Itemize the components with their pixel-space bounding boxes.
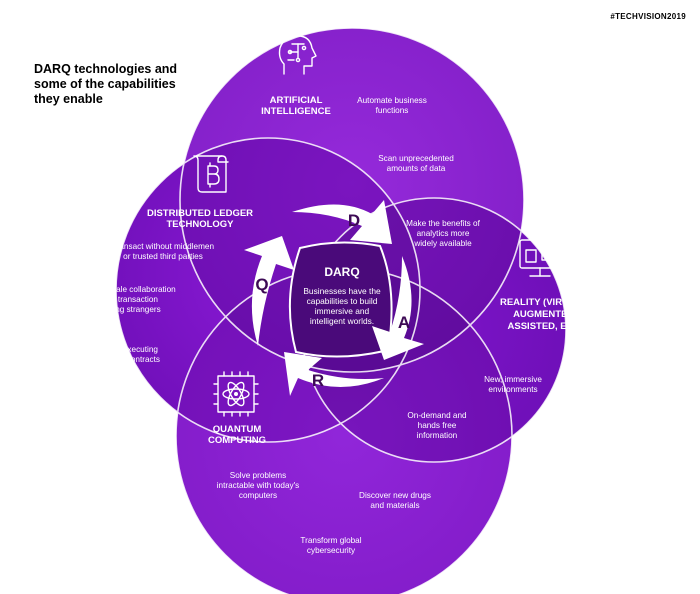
reality-cap-2-line-1: On-demand and bbox=[407, 411, 467, 420]
ai-cap-2-line-1: Scan unprecedented bbox=[378, 154, 454, 163]
quantum-title-line-2: COMPUTING bbox=[208, 435, 266, 446]
letter-r: R bbox=[312, 371, 324, 390]
quantum-title-line-1: QUANTUM bbox=[213, 424, 262, 435]
quantum-cap-1-line-1: Solve problems bbox=[230, 471, 286, 480]
arrow-q bbox=[244, 236, 294, 346]
letter-a: A bbox=[398, 313, 410, 332]
reality-title-line-3: ASSISTED, ETC) bbox=[508, 321, 583, 332]
ai-cap-1-line-1: Automate business bbox=[357, 96, 427, 105]
reality-cap-2-line-3: information bbox=[417, 431, 458, 440]
quantum-cap-1-line-3: computers bbox=[239, 491, 277, 500]
dlt-cap-2-line-3: among strangers bbox=[99, 305, 160, 314]
reality-cap-1-line-1: New, immersive bbox=[484, 375, 542, 384]
ai-cap-3-line-3: widely available bbox=[413, 239, 472, 248]
letter-q: Q bbox=[255, 275, 268, 294]
ai-cap-2-line-2: amounts of data bbox=[387, 164, 446, 173]
reality-title-line-2: AUGMENTED, bbox=[513, 309, 577, 320]
reality-cap-1-line-2: environments bbox=[488, 385, 537, 394]
arrow-r bbox=[284, 352, 384, 396]
bitcoin-scroll-icon bbox=[193, 155, 229, 193]
quantum-cap-2-line-1: Discover new drugs bbox=[359, 491, 431, 500]
dlt-title-line-2: TECHNOLOGY bbox=[166, 219, 234, 230]
arrow-a bbox=[372, 256, 424, 360]
center-line-1: Businesses have the bbox=[303, 286, 381, 296]
ai-title-line-2: INTELLIGENCE bbox=[261, 106, 331, 117]
reality-cap-2-line-2: hands free bbox=[418, 421, 457, 430]
dlt-cap-3-line-2: smart contracts bbox=[104, 355, 160, 364]
infographic-title: DARQ technologies and some of the capabi… bbox=[34, 62, 234, 107]
ai-cap-3-line-2: analytics more bbox=[417, 229, 470, 238]
cycle-arrows bbox=[244, 200, 424, 396]
vr-monitor-location-icon bbox=[519, 231, 561, 277]
ai-cap-3-line-1: Make the benefits of bbox=[406, 219, 480, 228]
quantum-cap-2-line-2: and materials bbox=[370, 501, 419, 510]
dlt-cap-2-line-1: Large-scale collaboration bbox=[84, 285, 176, 294]
quantum-cap-3-line-2: cybersecurity bbox=[307, 546, 356, 555]
hashtag: #TECHVISION2019 bbox=[610, 12, 686, 21]
ai-cap-1-line-2: functions bbox=[376, 106, 409, 115]
arrow-d bbox=[292, 200, 392, 244]
title-line-2: some of the capabilities bbox=[34, 77, 176, 91]
title-line-3: they enable bbox=[34, 92, 103, 106]
quantum-cap-3-line-1: Transform global bbox=[300, 536, 361, 545]
reality-title-line-1: REALITY (VIRTUAL, bbox=[500, 297, 590, 308]
title-line-1: DARQ technologies and bbox=[34, 62, 178, 76]
dlt-title-line-1: DISTRIBUTED LEDGER bbox=[147, 208, 253, 219]
robot-head-circuit-icon bbox=[278, 35, 317, 75]
center-title: DARQ bbox=[324, 265, 359, 279]
letter-d: D bbox=[348, 211, 360, 230]
center-line-2: capabilities to build bbox=[307, 296, 378, 306]
dlt-cap-1-line-1: Transact without middlemen bbox=[112, 242, 215, 251]
atom-chip-icon bbox=[213, 371, 259, 417]
dlt-cap-2-line-2: and transaction bbox=[102, 295, 158, 304]
center-line-4: intelligent worlds. bbox=[310, 316, 374, 326]
dlt-cap-3-line-1: Self-executing bbox=[106, 345, 158, 354]
ai-title-line-1: ARTIFICIAL bbox=[270, 95, 323, 106]
center-line-3: immersive and bbox=[315, 306, 370, 316]
quantum-cap-1-line-2: intractable with today's bbox=[217, 481, 300, 490]
dlt-cap-1-line-2: or trusted third parties bbox=[123, 252, 203, 261]
